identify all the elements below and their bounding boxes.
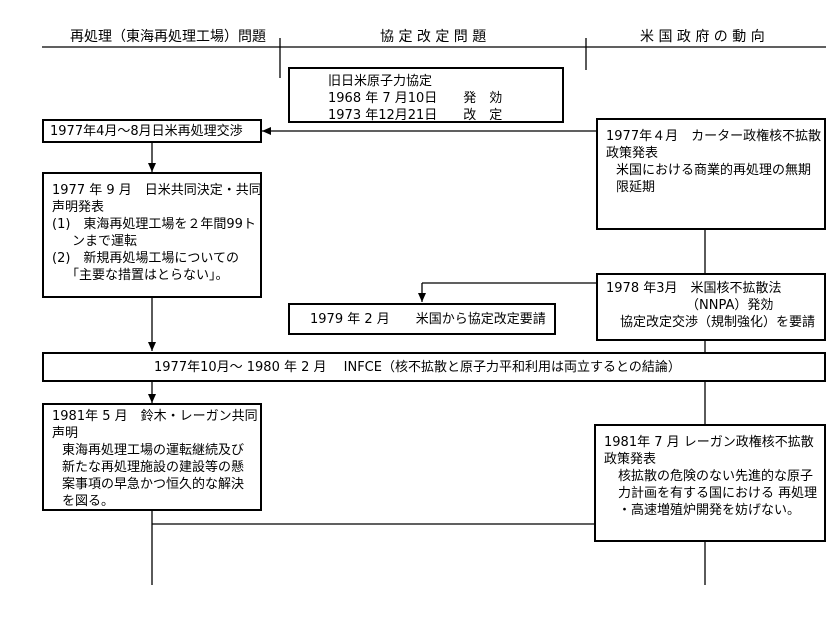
carter-line2: 政策発表 — [606, 146, 659, 161]
suzuki-reagan-1981-box: 1981年 5 月 鈴木・レーガン共同 声明 東海再処理工場の運転継続及び 新た… — [42, 403, 262, 511]
reagan-line5: ・高速増殖炉開発を妨げない。 — [618, 503, 801, 518]
carter-line3: 米国における商業的再処理の無期 — [616, 163, 812, 178]
suzuki-line2: 声明 — [52, 426, 79, 441]
column-header-us-government: 米 国 政 府 の 動 向 — [640, 29, 765, 45]
old-agreement-line2: 1973 年12月21日 改 定 — [328, 108, 503, 123]
joint-1977-line2: 声明発表 — [52, 200, 105, 215]
request-1979-box: 1979 年 2 月 米国から協定改定要請 — [288, 303, 556, 335]
nnpa-line2: （NNPA）発効 — [686, 298, 774, 313]
nnpa-1978-box: 1978 年3月 米国核不拡散法 （NNPA）発効 協定改定交渉（規制強化）を要… — [596, 273, 826, 341]
joint-statement-1977-box: 1977 年 9 月 日米共同決定・共同 声明発表 (1) 東海再処理工場を２年… — [42, 172, 262, 298]
joint-1977-line5: (2) 新規再処場工場についての — [52, 251, 240, 266]
old-agreement-line1: 1968 年 7 月10日 発 効 — [328, 91, 503, 106]
joint-1977-line3: (1) 東海再処理工場を２年間99ト — [52, 217, 256, 232]
carter-line1: 1977年４月 カーター政権核不拡散 — [606, 129, 822, 144]
column-header-reprocessing: 再処理（東海再処理工場）問題 — [70, 29, 266, 45]
old-agreement-box: 旧日米原子力協定 1968 年 7 月10日 発 効 1973 年12月21日 … — [288, 67, 564, 123]
suzuki-line1: 1981年 5 月 鈴木・レーガン共同 — [52, 409, 258, 424]
column-header-agreement: 協 定 改 定 問 題 — [380, 29, 487, 45]
joint-1977-line1: 1977 年 9 月 日米共同決定・共同 — [52, 183, 262, 198]
carter-line4: 限延期 — [616, 180, 656, 195]
carter-policy-box: 1977年４月 カーター政権核不拡散 政策発表 米国における商業的再処理の無期 … — [596, 118, 826, 230]
reagan-line2: 政策発表 — [604, 452, 657, 467]
infce-box: 1977年10月～ 1980 年 2 月 INFCE（核不拡散と原子力平和利用は… — [42, 352, 826, 382]
nnpa-line1: 1978 年3月 米国核不拡散法 — [606, 281, 782, 296]
old-agreement-title: 旧日米原子力協定 — [328, 74, 433, 89]
suzuki-line6: を図る。 — [62, 494, 115, 509]
joint-1977-line4: ンまで運転 — [72, 234, 138, 249]
suzuki-line3: 東海再処理工場の運転継続及び — [62, 443, 245, 458]
reagan-1981-box: 1981年 7 月 レーガン政権核不拡散 政策発表 核拡散の危険のない先進的な原… — [594, 424, 826, 542]
request-1979-label: 1979 年 2 月 米国から協定改定要請 — [310, 312, 546, 327]
reagan-line1: 1981年 7 月 レーガン政権核不拡散 — [604, 435, 814, 450]
suzuki-line4: 新たな再処理施設の建設等の懸 — [62, 460, 245, 475]
negotiation-1977-label: 1977年4月～8月日米再処理交渉 — [50, 124, 243, 139]
negotiation-1977-box: 1977年4月～8月日米再処理交渉 — [42, 119, 262, 143]
infce-label: 1977年10月～ 1980 年 2 月 INFCE（核不拡散と原子力平和利用は… — [154, 360, 681, 375]
suzuki-line5: 案事項の早急かつ恒久的な解決 — [62, 477, 245, 492]
reagan-line4: 力計画を有する国における 再処理 — [618, 486, 818, 501]
joint-1977-line6: 「主要な措置はとらない」。 — [66, 268, 229, 283]
reagan-line3: 核拡散の危険のない先進的な原子 — [618, 469, 814, 484]
nnpa-line3: 協定改定交渉（規制強化）を要請 — [620, 315, 816, 330]
